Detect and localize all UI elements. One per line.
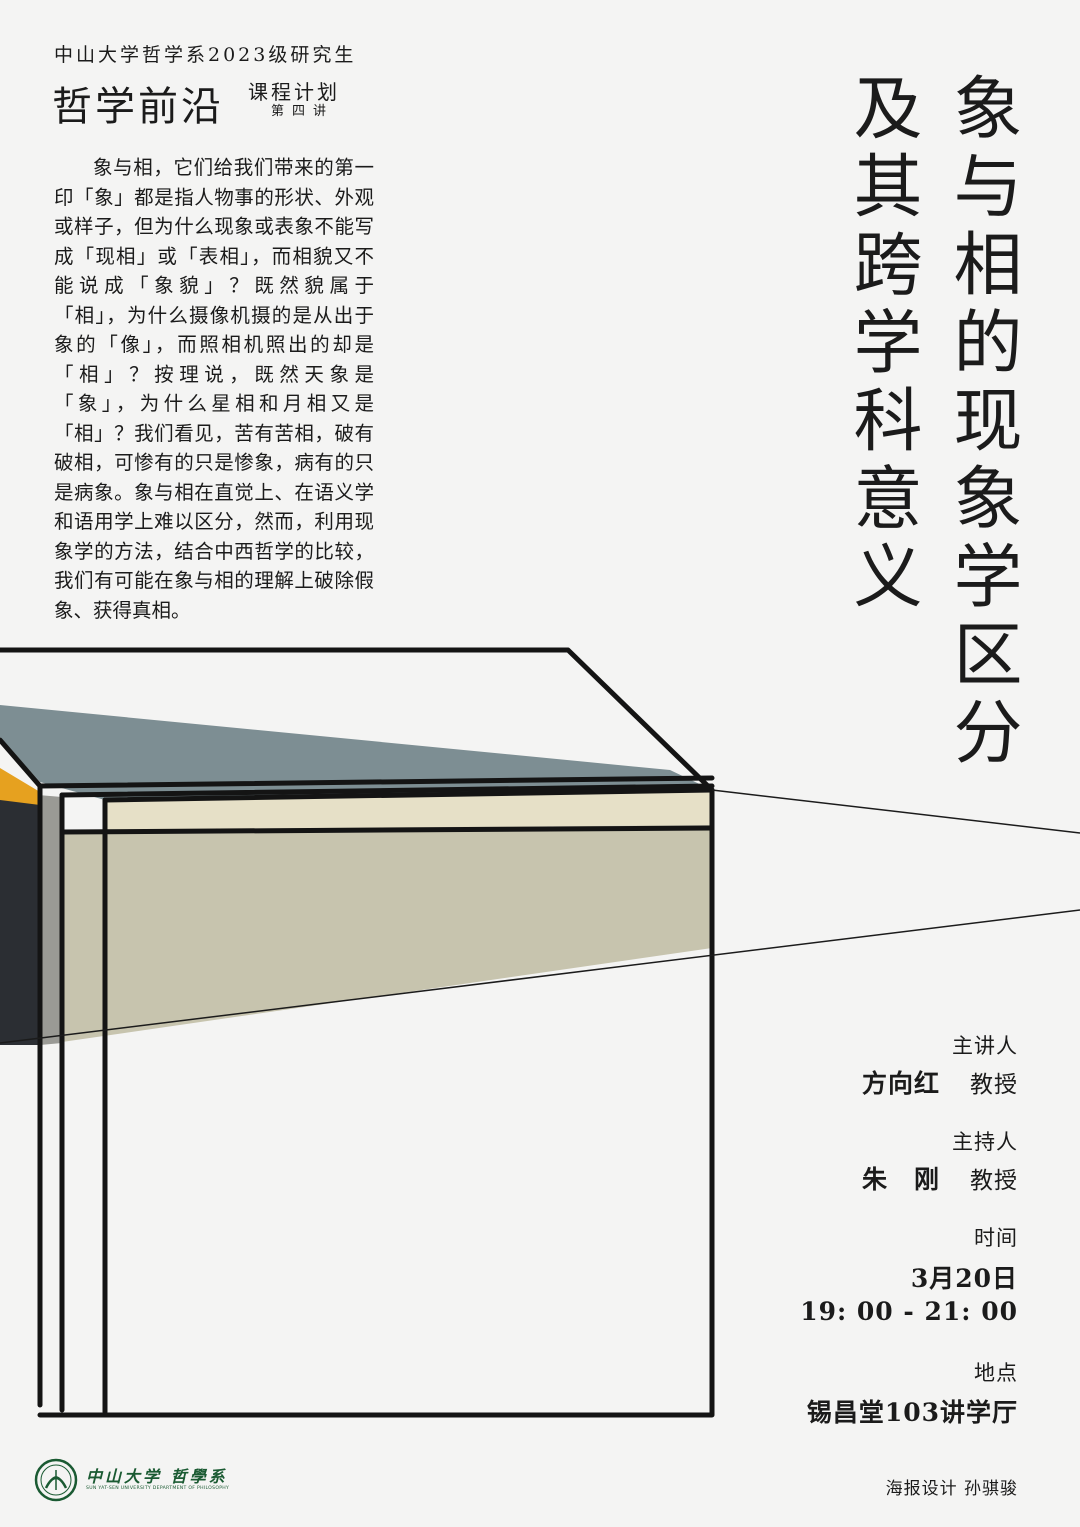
- speaker-title: 教授: [970, 1072, 1018, 1098]
- department-logo-english: SUN YAT-SEN UNIVERSITY DEPARTMENT OF PHI…: [86, 1486, 230, 1491]
- poster-designer: 海报设计 孙骐骏: [885, 1479, 1018, 1499]
- speaker-name: 方向红: [861, 1069, 940, 1098]
- host-name: 朱 刚: [861, 1165, 940, 1194]
- lecture-date: 3月20日: [910, 1264, 1018, 1293]
- lecture-place: 锡昌堂103讲学厅: [806, 1398, 1018, 1427]
- host-title: 教授: [970, 1168, 1018, 1194]
- khaki-block: [62, 825, 712, 1042]
- lecture-abstract: 象与相，它们给我们带来的第一印「象」都是指人物事的形状、外观或样子，但为什么现象…: [54, 156, 374, 622]
- department-logo-text: 中山大学 哲學系: [86, 1467, 228, 1486]
- orange-edge: [0, 768, 40, 805]
- lecture-time: 19: 00 - 21: 00: [800, 1297, 1018, 1326]
- course-plan-label: 课程计划: [248, 80, 340, 104]
- perspective-lines: [0, 789, 1080, 1044]
- grey-page-band: [38, 795, 62, 1045]
- main-title-line-1: 象与相的现象学区分: [941, 72, 1021, 774]
- place-label: 地点: [974, 1361, 1018, 1385]
- series-title: 哲学前沿: [52, 84, 224, 130]
- host-row: 朱 刚 教授: [862, 1160, 1018, 1196]
- program-subtitle: 中山大学哲学系2023级研究生: [54, 44, 357, 66]
- lecture-number: 第四讲: [271, 104, 335, 119]
- host-label: 主持人: [952, 1130, 1018, 1154]
- outline-strokes: [0, 647, 715, 1418]
- time-label: 时间: [974, 1226, 1018, 1250]
- main-title-line-2: 及其跨学科意义: [841, 72, 921, 618]
- speaker-label: 主讲人: [952, 1034, 1018, 1058]
- slate-cover-top: [0, 705, 712, 800]
- university-emblem-icon: [34, 1458, 78, 1502]
- dark-spine: [0, 796, 40, 1045]
- speaker-row: 方向红 教授: [862, 1064, 1018, 1100]
